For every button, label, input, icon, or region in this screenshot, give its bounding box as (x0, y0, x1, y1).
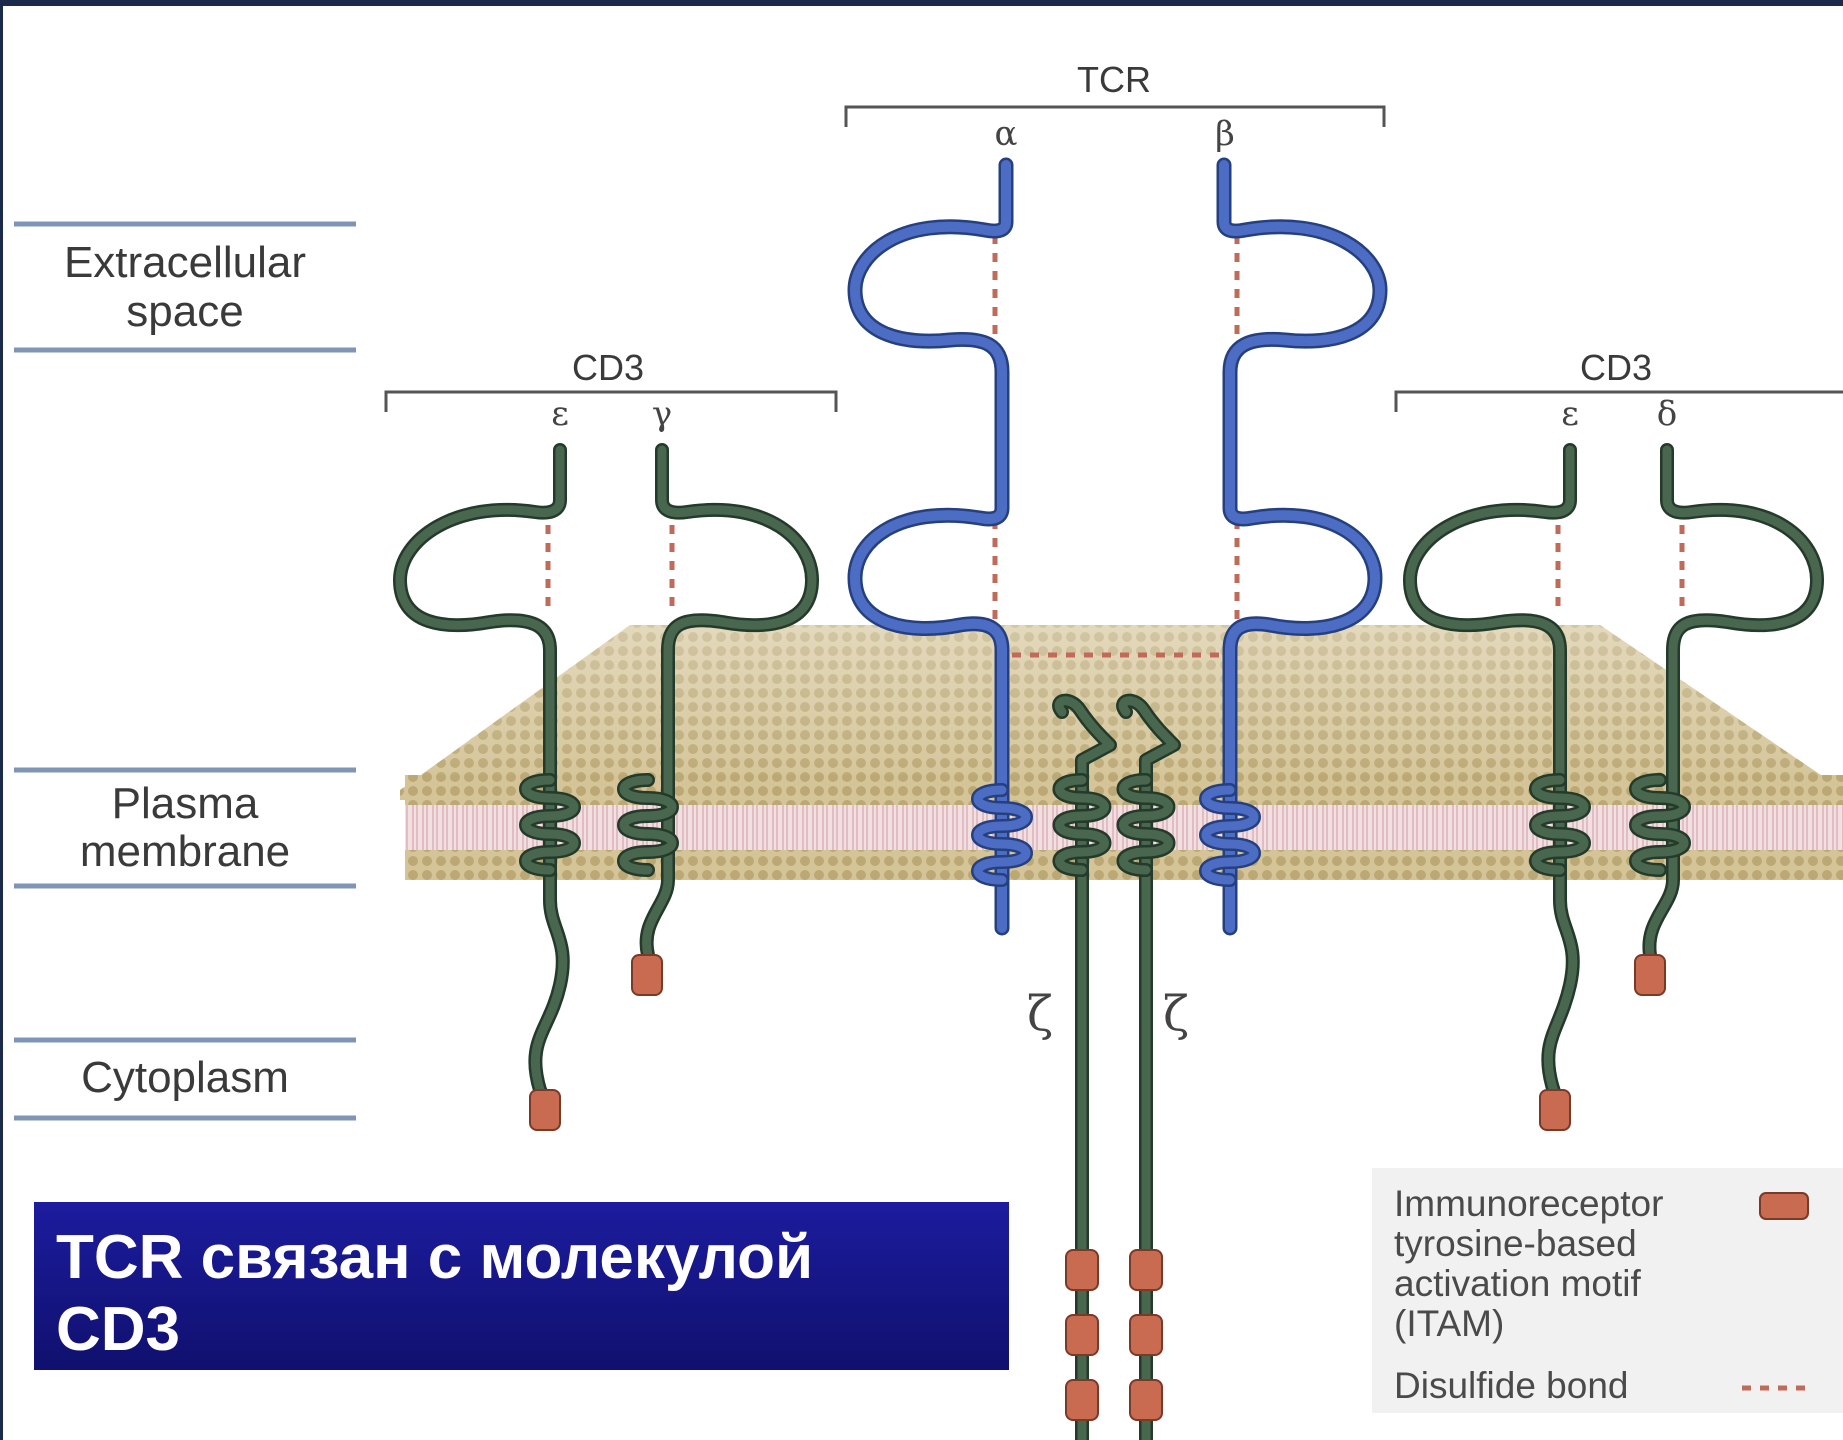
beta-label: β (1215, 114, 1235, 154)
membrane-label-line2: membrane (80, 827, 290, 876)
legend-itam-line1: Immunoreceptor (1394, 1183, 1663, 1224)
plasma-membrane (400, 625, 1843, 880)
top-banner (0, 0, 1843, 6)
zeta-right-label: ζ (1163, 986, 1189, 1042)
extracellular-label-line1: Extracellular (64, 238, 306, 287)
alpha-label: α (995, 114, 1018, 154)
legend: Immunoreceptor tyrosine-based activation… (1372, 1168, 1843, 1413)
caption-box: TCR связан с молекулой CD3 (34, 1202, 1009, 1370)
disulfide-bonds (548, 235, 1682, 655)
zeta-left-label: ζ (1027, 986, 1053, 1042)
legend-itam-line2: tyrosine-based (1394, 1223, 1637, 1264)
legend-itam-line4: (ITAM) (1394, 1303, 1504, 1344)
membrane-label-line1: Plasma (112, 779, 259, 828)
legend-disulfide-label: Disulfide bond (1394, 1365, 1628, 1406)
cytoplasm-label: Cytoplasm (81, 1053, 289, 1102)
cd3-right-label: CD3 (1580, 347, 1652, 388)
extracellular-label-line2: space (126, 287, 243, 336)
tcr-label: TCR (1077, 59, 1151, 100)
cd3-left-gamma-label: γ (652, 394, 672, 434)
left-edge (0, 0, 3, 1440)
region-bars (14, 224, 356, 1118)
cd3-right-epsilon-label: ε (1561, 394, 1579, 434)
cd3-left-label: CD3 (572, 347, 644, 388)
caption-line1: TCR связан с молекулой (56, 1222, 987, 1294)
caption-line2: CD3 (56, 1294, 987, 1366)
legend-itam-swatch (1760, 1193, 1808, 1219)
cd3-right-delta-label: δ (1657, 394, 1677, 434)
cd3-left-epsilon-label: ε (551, 394, 569, 434)
legend-itam-line3: activation motif (1394, 1263, 1641, 1304)
